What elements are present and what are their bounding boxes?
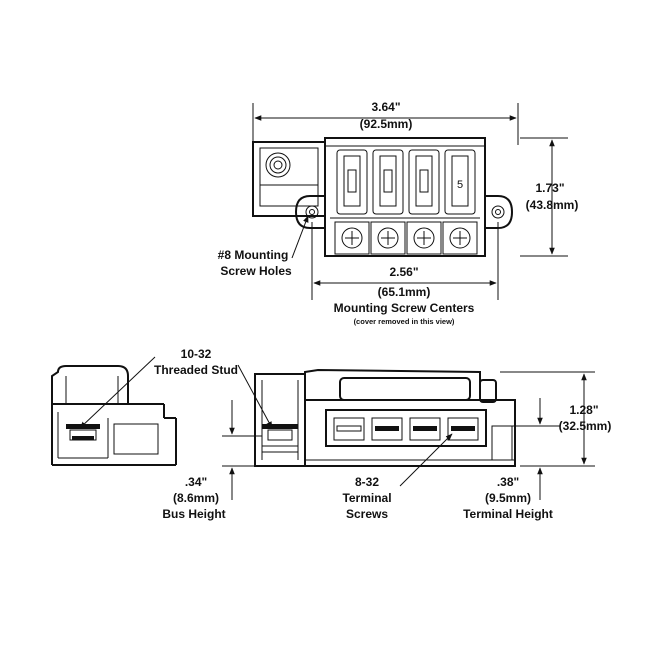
fuse-4-label: 5 [457, 179, 463, 191]
term-mm-label: (9.5mm) [485, 491, 531, 505]
stud-label-line2: Threaded Stud [154, 363, 238, 377]
width-in-label: 3.64" [371, 100, 400, 114]
screws-label-line3: Screws [346, 507, 388, 521]
stud-inner-ring [269, 156, 287, 174]
fuse-2 [372, 149, 404, 215]
mount-ear-right [485, 195, 514, 229]
height-in-label: 1.73" [535, 181, 564, 195]
front-bus [262, 424, 298, 429]
fuse-4: 5 [444, 149, 476, 215]
term-caption: Terminal Height [463, 507, 553, 521]
stud-center [273, 160, 283, 170]
side-height-in-label: 1.28" [569, 403, 598, 417]
end-view-bus [66, 424, 100, 429]
holes-label-line1: #8 Mounting [218, 248, 289, 262]
front-cover-top [304, 368, 481, 401]
screws-label-line1: 8-32 [355, 475, 379, 489]
end-view [51, 365, 177, 466]
front-cover-dome [339, 377, 471, 401]
end-view-cover [51, 365, 129, 405]
height-mm-label: (43.8mm) [526, 198, 579, 212]
centers-mm-label: (65.1mm) [378, 285, 431, 299]
term-in-label: .38" [497, 475, 519, 489]
side-height-mm-label: (32.5mm) [559, 419, 612, 433]
holes-leader [291, 215, 309, 259]
front-body [304, 399, 516, 467]
stud-block [252, 141, 326, 217]
mount-hole-left-center [309, 209, 315, 215]
fuse-3 [408, 149, 440, 215]
mount-hole-right [491, 205, 505, 219]
top-view: 3.64" (92.5mm) [218, 100, 579, 326]
mount-ear-left [294, 195, 325, 229]
mount-hole-left [305, 205, 319, 219]
terminal-screw-1 [334, 221, 370, 255]
terminal-strip [325, 409, 487, 447]
fuse-row: 5 [336, 149, 476, 215]
front-view [254, 368, 516, 467]
stud-outer-ring [265, 152, 291, 178]
screws-label-line2: Terminal [342, 491, 391, 505]
fuse-1 [336, 149, 368, 215]
centers-caption: Mounting Screw Centers [334, 301, 475, 315]
terminal-screws-leader [399, 433, 453, 487]
side-terminal-1 [333, 417, 365, 441]
side-views: 10-32 Threaded Stud [51, 347, 612, 521]
side-terminal-2 [371, 417, 403, 441]
stud-block-inner [259, 147, 319, 207]
side-terminal-4 [447, 417, 479, 441]
centers-in-label: 2.56" [389, 265, 418, 279]
cover-note: (cover removed in this view) [354, 317, 455, 326]
stud-label-line1: 10-32 [181, 347, 212, 361]
terminal-screw-2 [370, 221, 406, 255]
width-mm-label: (92.5mm) [360, 117, 413, 131]
terminal-screw-3 [406, 221, 442, 255]
terminal-screw-4 [442, 221, 478, 255]
bus-caption: Bus Height [162, 507, 225, 521]
side-terminal-3 [409, 417, 441, 441]
mount-hole-right-center [495, 209, 501, 215]
terminal-row [334, 221, 478, 255]
holes-label-line2: Screw Holes [220, 264, 292, 278]
bus-mm-label: (8.6mm) [173, 491, 219, 505]
bus-in-label: .34" [185, 475, 207, 489]
